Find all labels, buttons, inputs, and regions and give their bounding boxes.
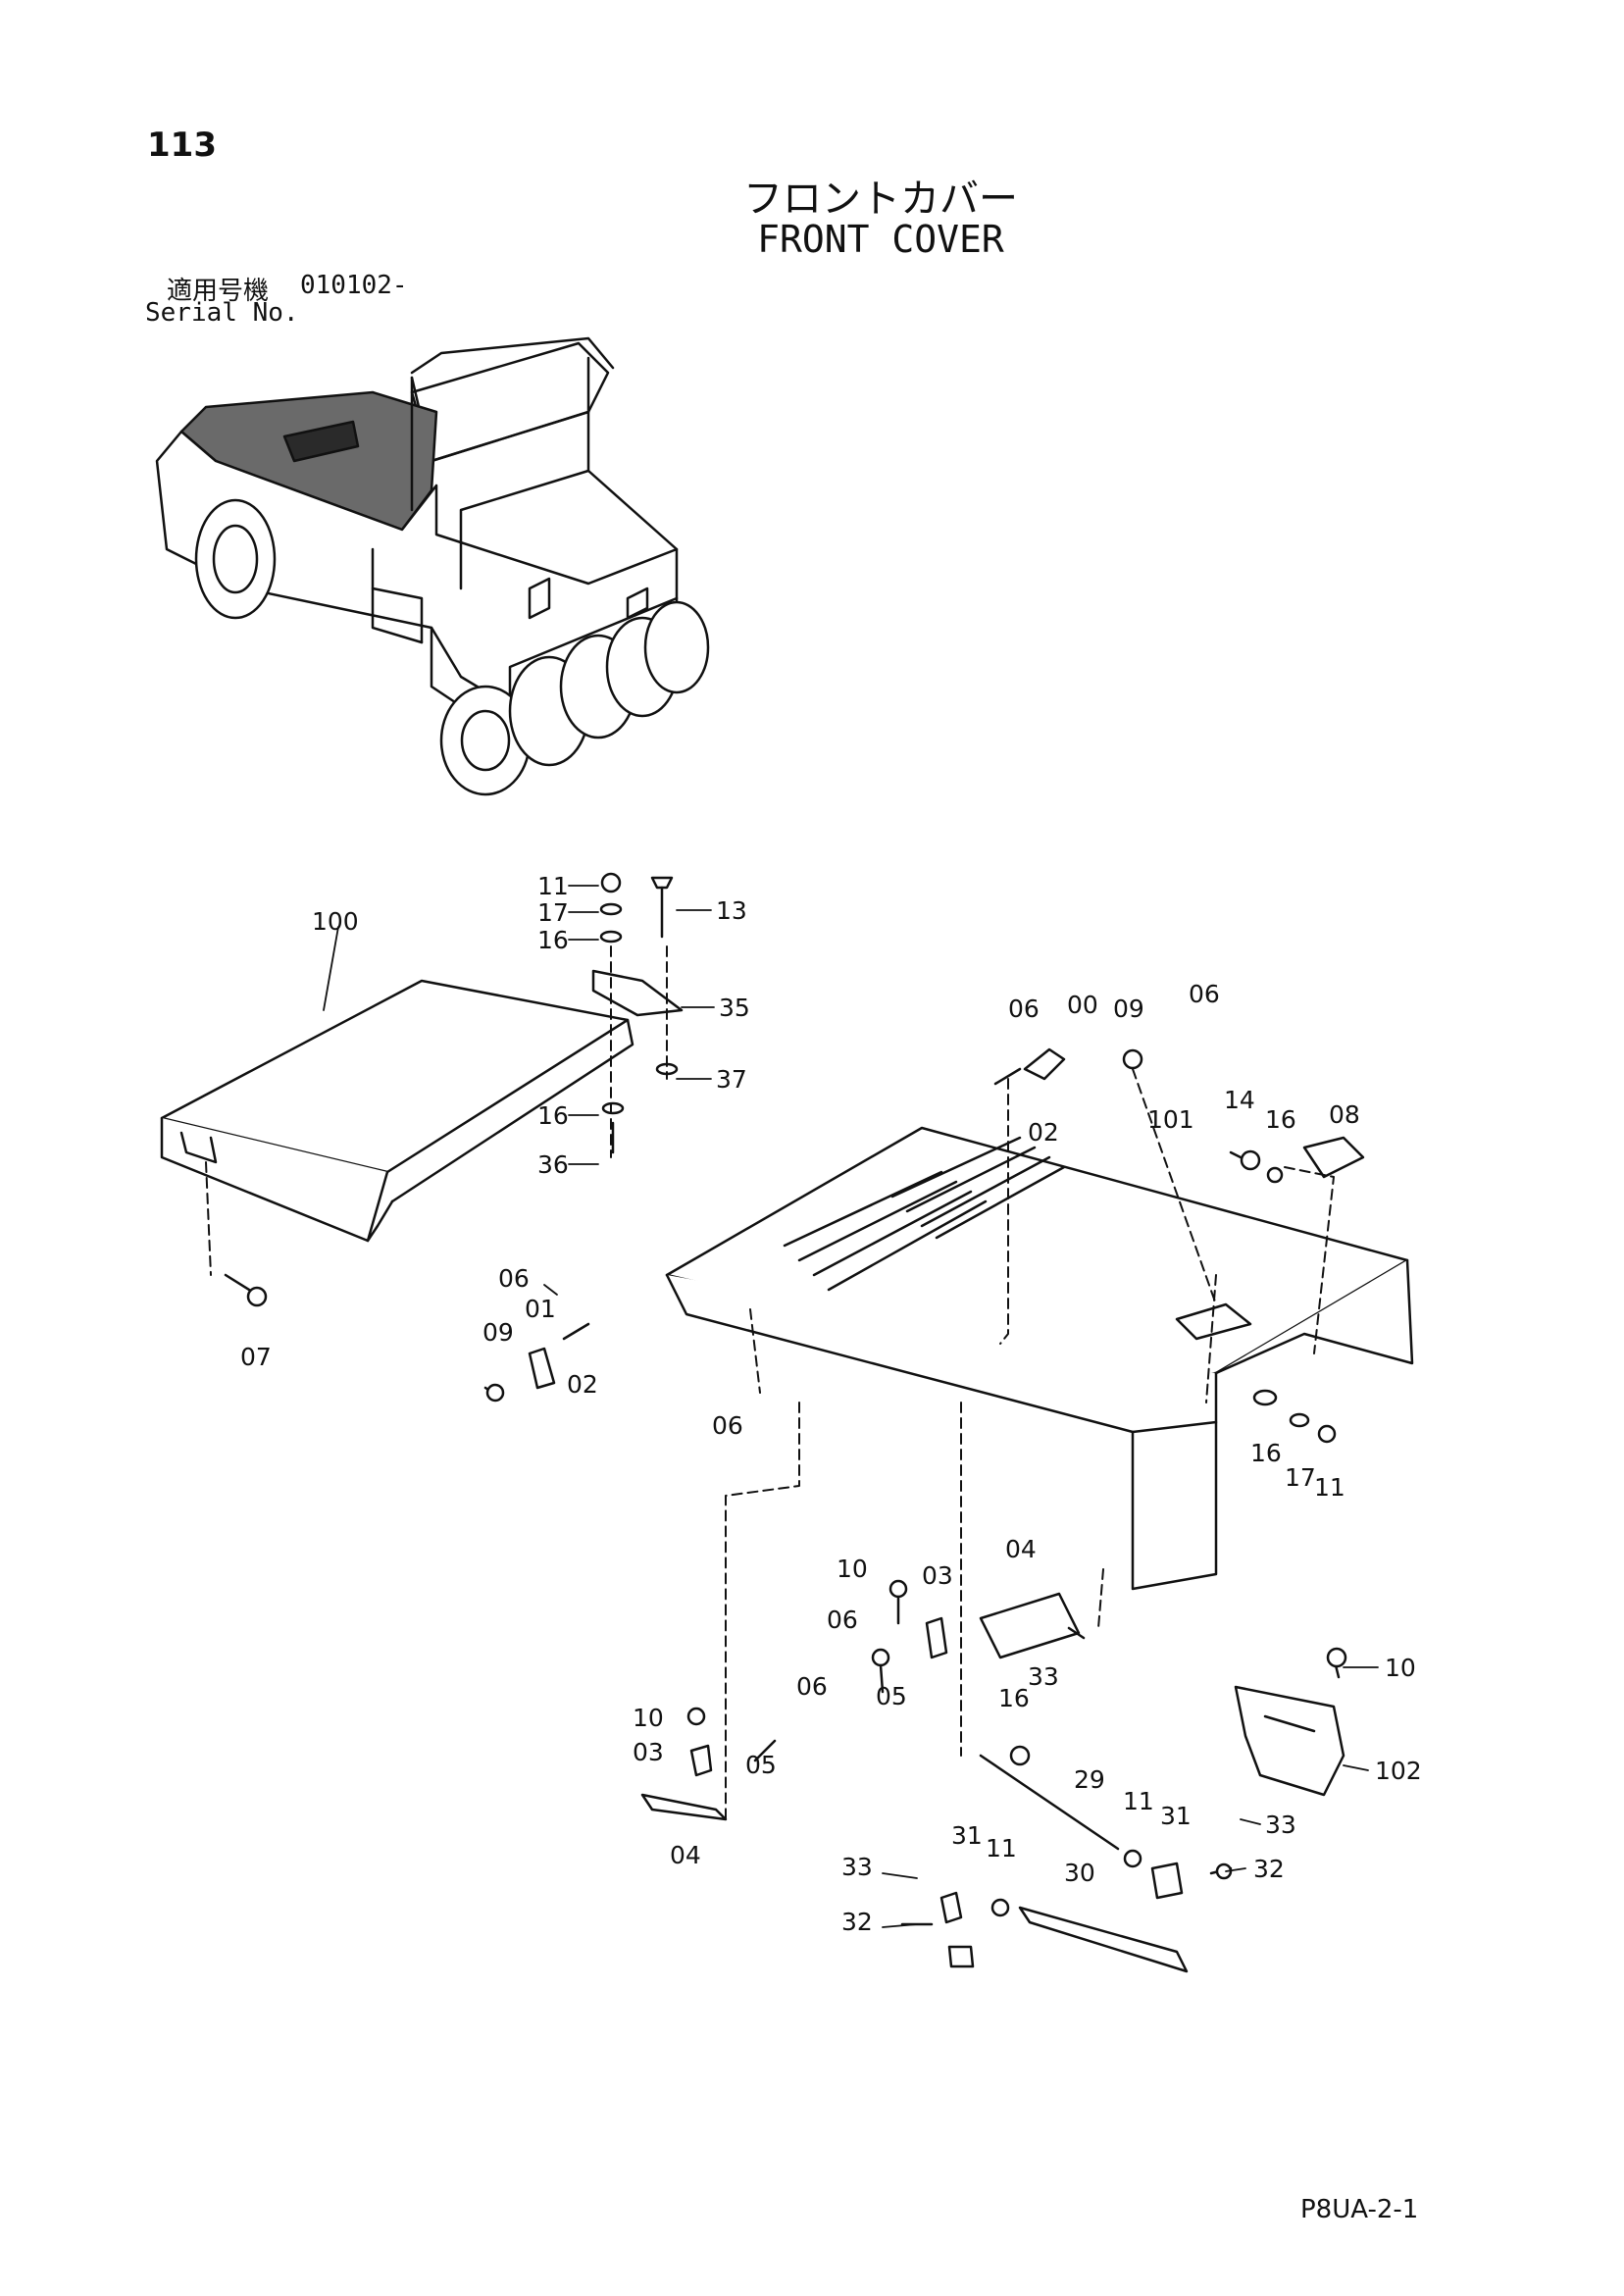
- callout-10: 10: [633, 1704, 664, 1732]
- part-102-side-plate: [1234, 1685, 1345, 1797]
- callout-10: 10: [837, 1555, 868, 1583]
- callout-01: 01: [525, 1295, 556, 1323]
- callout-09: 09: [482, 1318, 514, 1347]
- callout-30: 30: [1064, 1859, 1095, 1887]
- callout-06: 06: [712, 1411, 743, 1440]
- callout-16: 16: [537, 926, 569, 954]
- callout-32: 32: [841, 1908, 873, 1936]
- callout-102: 102: [1375, 1757, 1422, 1785]
- callout-02: 02: [567, 1370, 598, 1399]
- title-japanese: フロントカバー: [743, 177, 1018, 222]
- machine-overview-illustration: [155, 336, 710, 796]
- callout-06: 06: [827, 1606, 858, 1634]
- callout-16: 16: [998, 1684, 1030, 1712]
- callout-00: 00: [1067, 991, 1098, 1019]
- callout-06: 06: [1008, 995, 1040, 1023]
- callout-06: 06: [1189, 980, 1220, 1008]
- callout-33: 33: [1265, 1811, 1296, 1839]
- callout-11: 11: [986, 1834, 1017, 1862]
- callout-16: 16: [537, 1101, 569, 1130]
- callout-33: 33: [1028, 1662, 1059, 1691]
- callout-13: 13: [716, 896, 747, 925]
- callout-04: 04: [670, 1841, 701, 1869]
- callout-29: 29: [1074, 1765, 1105, 1794]
- callout-06: 06: [796, 1672, 828, 1701]
- callout-11: 11: [1314, 1473, 1345, 1502]
- callout-04: 04: [1005, 1535, 1037, 1563]
- callout-08: 08: [1329, 1100, 1360, 1129]
- callout-32: 32: [1253, 1855, 1285, 1883]
- callout-02: 02: [1028, 1118, 1059, 1147]
- callout-33: 33: [841, 1853, 873, 1881]
- callout-11: 11: [1123, 1787, 1154, 1815]
- callout-101: 101: [1147, 1105, 1194, 1134]
- callout-31: 31: [1160, 1802, 1192, 1830]
- callout-07: 07: [240, 1343, 272, 1371]
- page-number: 113: [147, 126, 217, 165]
- callout-36: 36: [537, 1150, 569, 1179]
- callout-06: 06: [498, 1264, 530, 1293]
- serial-label-japanese: 適用号機: [167, 277, 270, 306]
- callout-17: 17: [537, 898, 569, 927]
- document-code: P8UA-2-1: [1300, 2195, 1419, 2224]
- callout-17: 17: [1285, 1463, 1316, 1492]
- callout-31: 31: [951, 1821, 983, 1850]
- callout-11: 11: [537, 872, 569, 900]
- callout-35: 35: [719, 994, 750, 1022]
- callout-05: 05: [876, 1682, 907, 1710]
- callout-05: 05: [745, 1751, 777, 1779]
- serial-label-english: Serial No.: [145, 298, 299, 328]
- callout-37: 37: [716, 1065, 747, 1094]
- title-english: FRONT COVER: [757, 218, 1004, 261]
- callout-100: 100: [312, 907, 359, 936]
- callout-14: 14: [1224, 1086, 1255, 1114]
- part-100-hood: [160, 979, 634, 1243]
- callout-09: 09: [1113, 995, 1144, 1023]
- callout-labels: 100 11 17 16 13 35 37 16 36 07 06 01 09 …: [240, 872, 1422, 1936]
- callout-16: 16: [1250, 1439, 1282, 1467]
- dashed-leader-lines: [205, 945, 1335, 1825]
- callout-10: 10: [1385, 1654, 1416, 1682]
- part-101-main-cover: [665, 1126, 1414, 1591]
- callout-16: 16: [1265, 1105, 1296, 1134]
- callout-03: 03: [922, 1561, 953, 1590]
- serial-value: 010102-: [300, 271, 408, 300]
- label-leader-lines: [323, 885, 1379, 1928]
- callout-03: 03: [633, 1738, 664, 1766]
